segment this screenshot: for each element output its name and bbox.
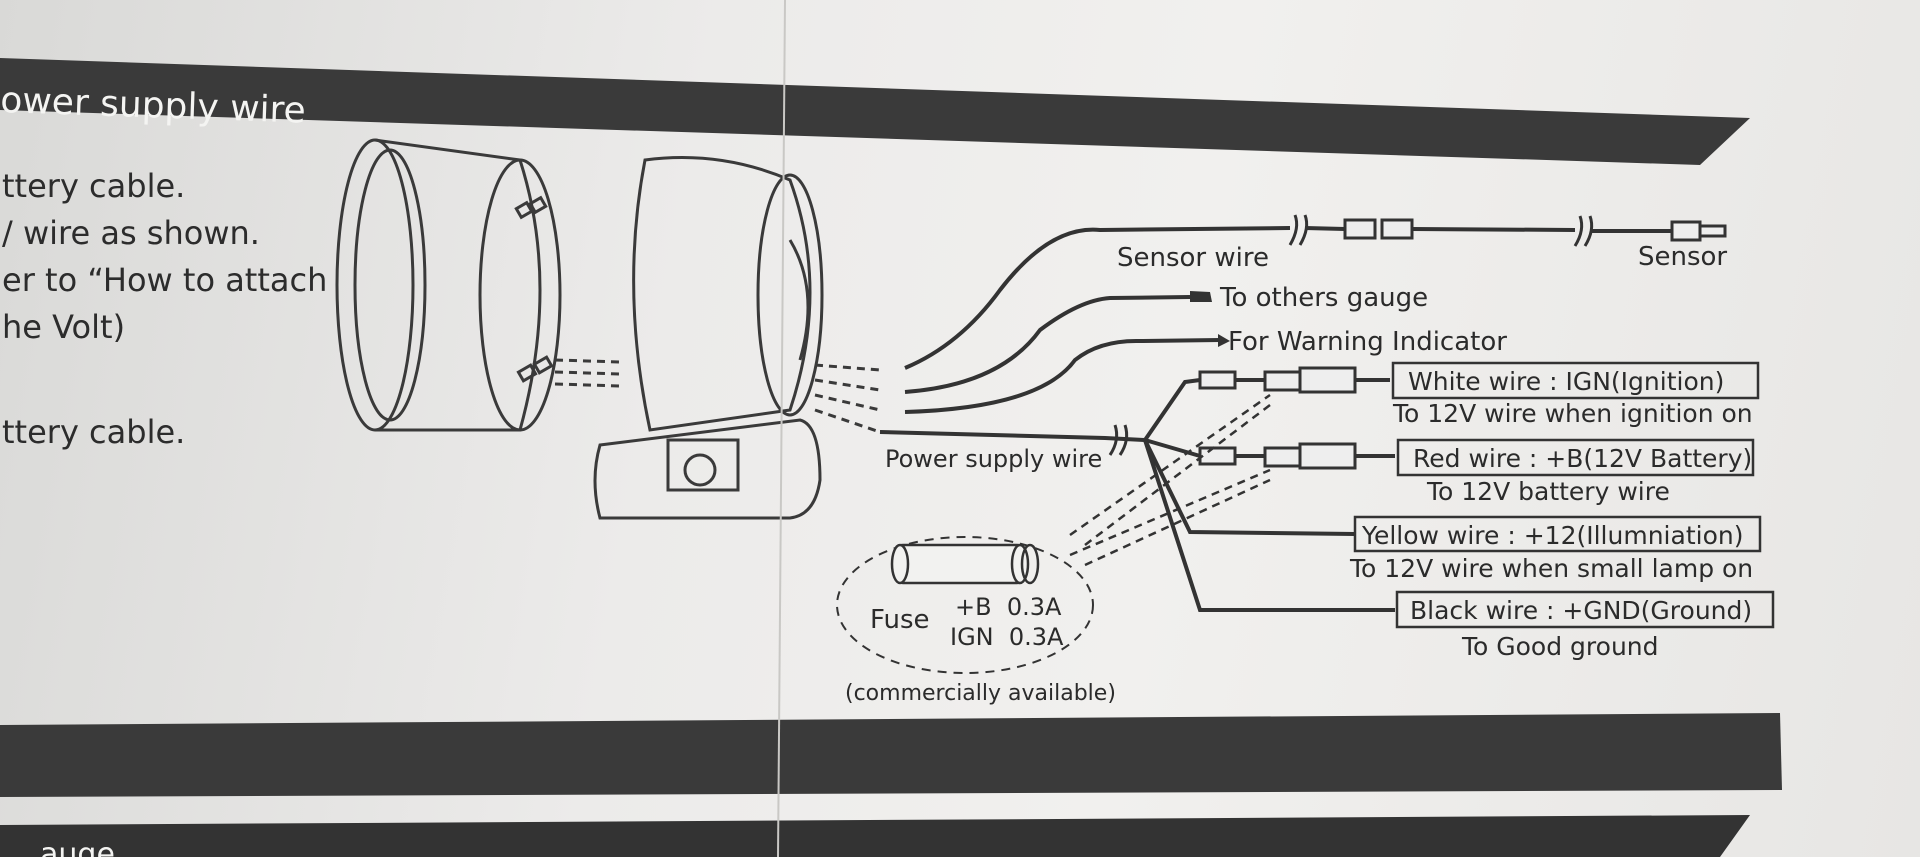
fuse-label: Fuse — [870, 605, 930, 635]
wire-callouts: White wire : IGN(Ignition) To 12V wire w… — [1349, 361, 1775, 661]
red-wire-box — [1396, 438, 1755, 477]
commercial-note: (commercially available) — [845, 681, 1116, 706]
yellow-wire-desc: To 12V wire when small lamp on — [1349, 554, 1753, 583]
gauge-illustration — [335, 138, 621, 432]
power-supply-label: Power supply wire — [885, 445, 1102, 473]
page-fold — [777, 0, 786, 857]
others-gauge-label: To others gauge — [1219, 283, 1428, 313]
black-wire-desc: To Good ground — [1461, 632, 1659, 661]
warning-wire-line — [904, 338, 1221, 414]
instruction-text: ttery cable. / wire as shown. er to “How… — [2, 167, 327, 451]
bottom-band-2 — [0, 815, 1750, 857]
red-wire-desc: To 12V battery wire — [1426, 477, 1670, 506]
others-gauge-wire-line — [904, 295, 1191, 394]
black-wire-text: Black wire : +GND(Ground) — [1410, 596, 1752, 625]
fuse-icon — [890, 543, 1040, 585]
power-supply-wire-line — [879, 430, 1146, 442]
gauge-cup-illustration — [593, 156, 881, 520]
header-band — [0, 58, 1750, 165]
warning-label: For Warning Indicator — [1228, 327, 1507, 357]
instruction-line-2: / wire as shown. — [2, 214, 260, 252]
instruction-line-1: ttery cable. — [2, 167, 185, 205]
black-wire-box — [1395, 590, 1775, 629]
white-wire-text: White wire : IGN(Ignition) — [1408, 367, 1724, 396]
fuse-callout: Fuse +B 0.3A IGN 0.3A (commercially avai… — [836, 536, 1116, 706]
footer-partial-text: auge — [40, 837, 115, 857]
yellow-wire-box — [1353, 515, 1762, 553]
wires — [879, 214, 1727, 612]
sensor-wire-line — [904, 226, 1291, 370]
bottom-band — [0, 713, 1782, 797]
sensor-label: Sensor — [1638, 242, 1727, 272]
red-wire-text: Red wire : +B(12V Battery) — [1413, 444, 1752, 473]
white-wire-box — [1391, 361, 1760, 400]
fuse-b-rating: +B 0.3A — [955, 593, 1062, 621]
instruction-line-4: he Volt) — [2, 308, 125, 346]
instruction-line-3: er to “How to attach — [2, 261, 327, 299]
yellow-wire-text: Yellow wire : +12(Illumniation) — [1361, 521, 1743, 550]
fuse-ign-rating: IGN 0.3A — [950, 623, 1064, 651]
white-wire-desc: To 12V wire when ignition on — [1392, 399, 1753, 428]
instruction-line-5: ttery cable. — [2, 413, 185, 451]
sensor-wire-label: Sensor wire — [1117, 243, 1269, 273]
